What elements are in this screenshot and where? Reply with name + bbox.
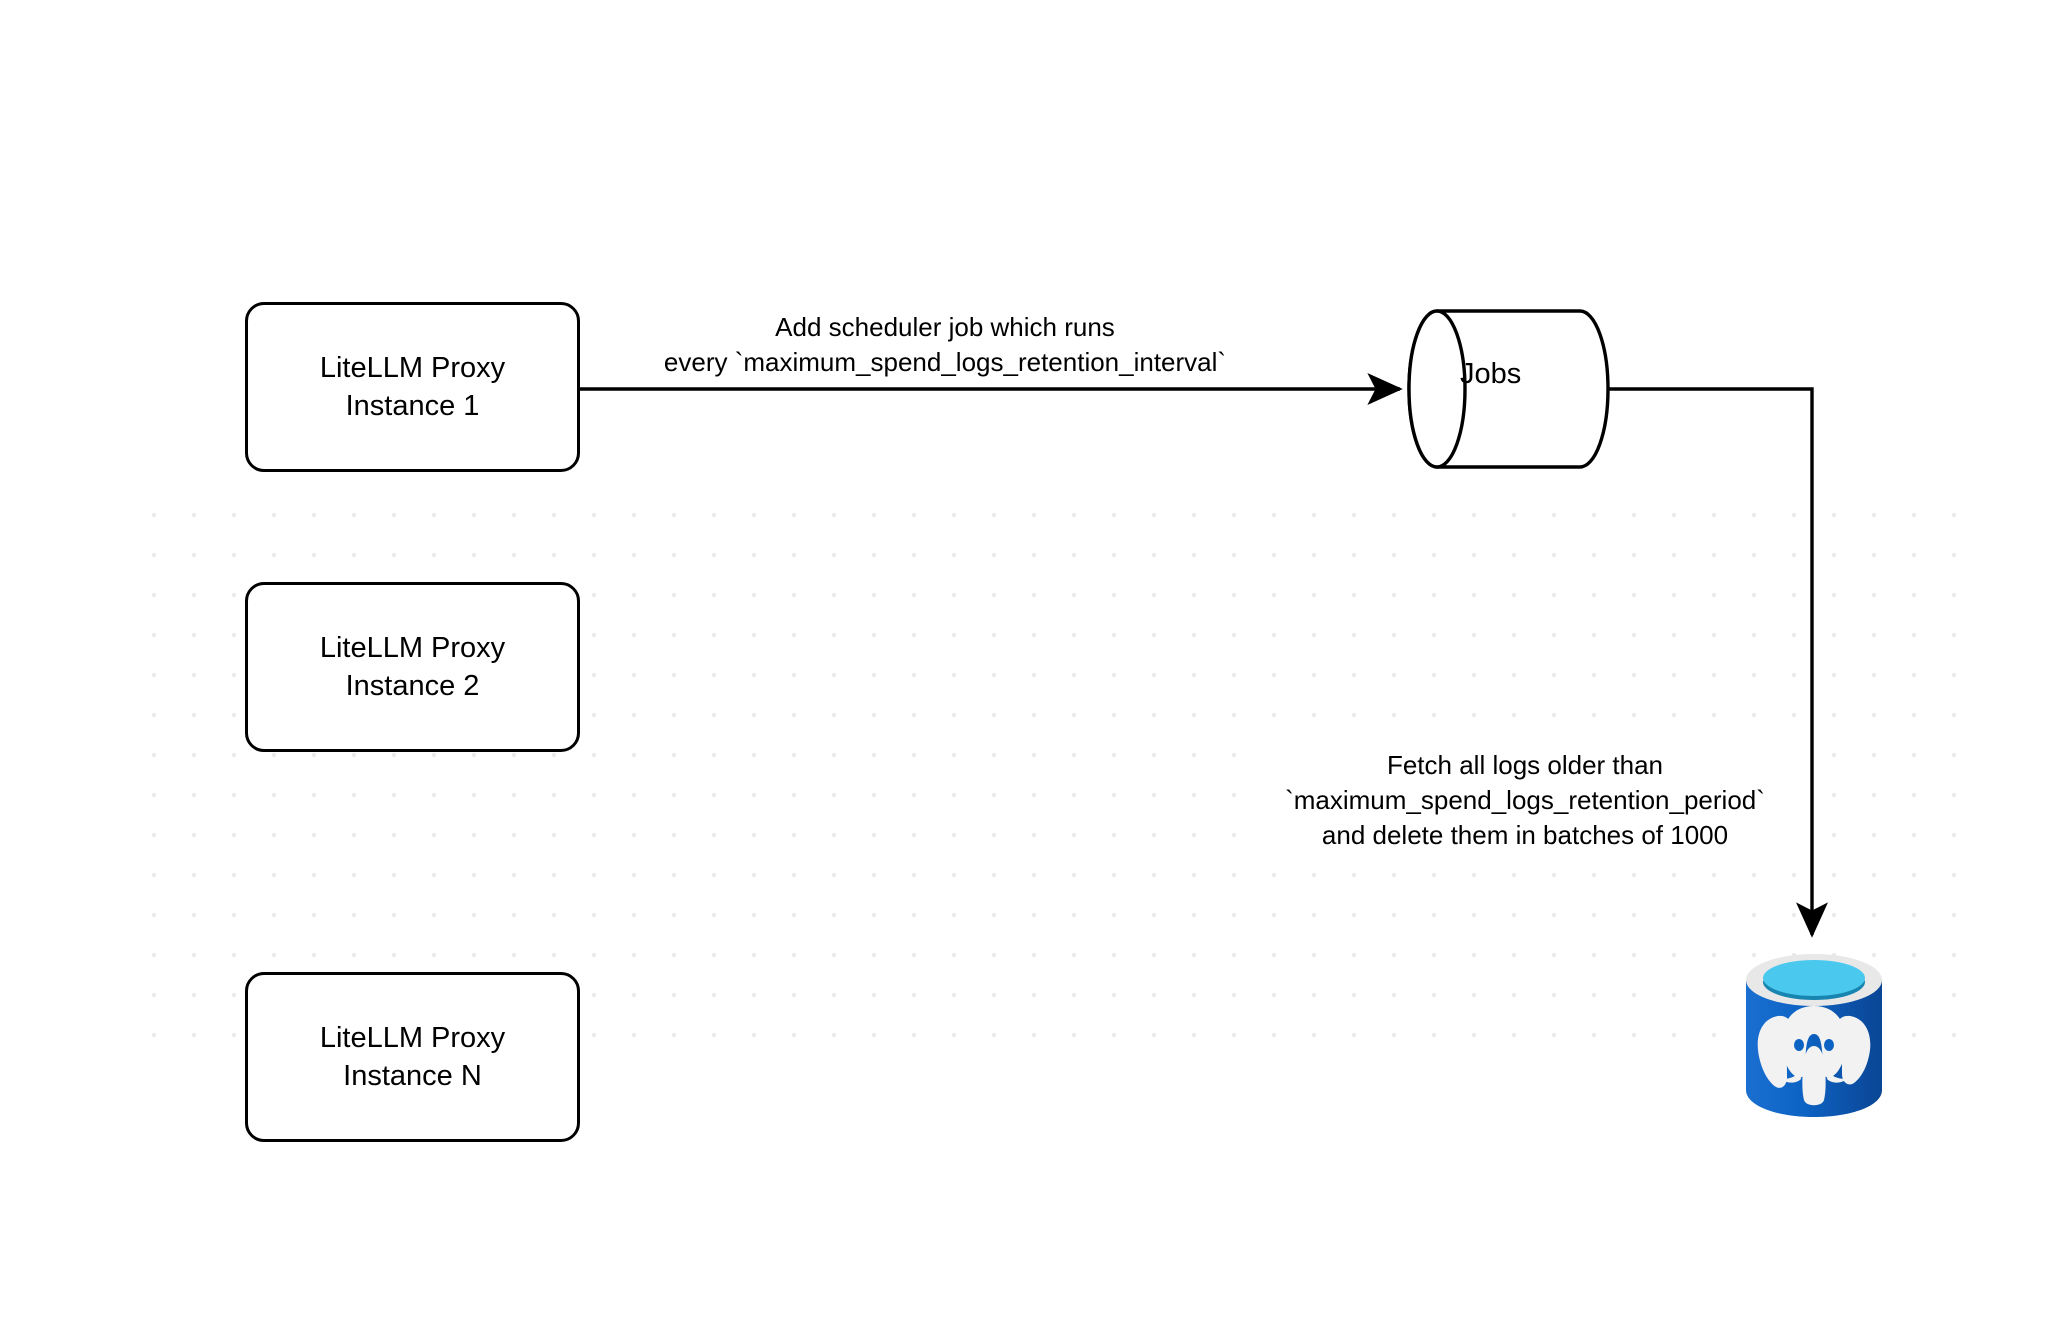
node-litellm-proxy-instance-n[interactable]: LiteLLM Proxy Instance N xyxy=(245,972,580,1142)
edge-label-line2: every `maximum_spend_logs_retention_inte… xyxy=(600,344,1290,380)
node-label-line1: LiteLLM Proxy xyxy=(319,1021,506,1054)
edge-label-add-scheduler-job: Add scheduler job which runs every `maxi… xyxy=(600,310,1290,380)
node-label-line1: LiteLLM Proxy xyxy=(319,351,506,384)
jobs-cylinder-shape xyxy=(1407,309,1610,469)
edge-label-line2: `maximum_spend_logs_retention_period` xyxy=(1240,782,1810,818)
node-litellm-proxy-instance-2[interactable]: LiteLLM Proxy Instance 2 xyxy=(245,582,580,752)
elephant-eyes xyxy=(1794,1039,1834,1051)
connector-jobs-to-postgres xyxy=(1608,387,1828,938)
node-label-line2: Instance N xyxy=(343,1060,482,1092)
edge-label-line3: and delete them in batches of 1000 xyxy=(1240,817,1810,853)
postgresql-elephant-icon[interactable] xyxy=(1742,950,1886,1122)
elephant-glyph xyxy=(1757,1006,1871,1106)
edge-label-fetch-and-delete-logs: Fetch all logs older than `maximum_spend… xyxy=(1240,748,1810,853)
edge-label-line1: Fetch all logs older than xyxy=(1240,748,1810,783)
edge-label-line1: Add scheduler job which runs xyxy=(600,310,1290,345)
node-label-line1: LiteLLM Proxy xyxy=(319,631,506,664)
node-label-line2: Instance 2 xyxy=(345,670,480,702)
node-label-line2: Instance 1 xyxy=(345,390,480,422)
node-litellm-proxy-instance-1[interactable]: LiteLLM Proxy Instance 1 xyxy=(245,302,580,472)
node-jobs-label[interactable]: Jobs xyxy=(1460,358,1522,390)
